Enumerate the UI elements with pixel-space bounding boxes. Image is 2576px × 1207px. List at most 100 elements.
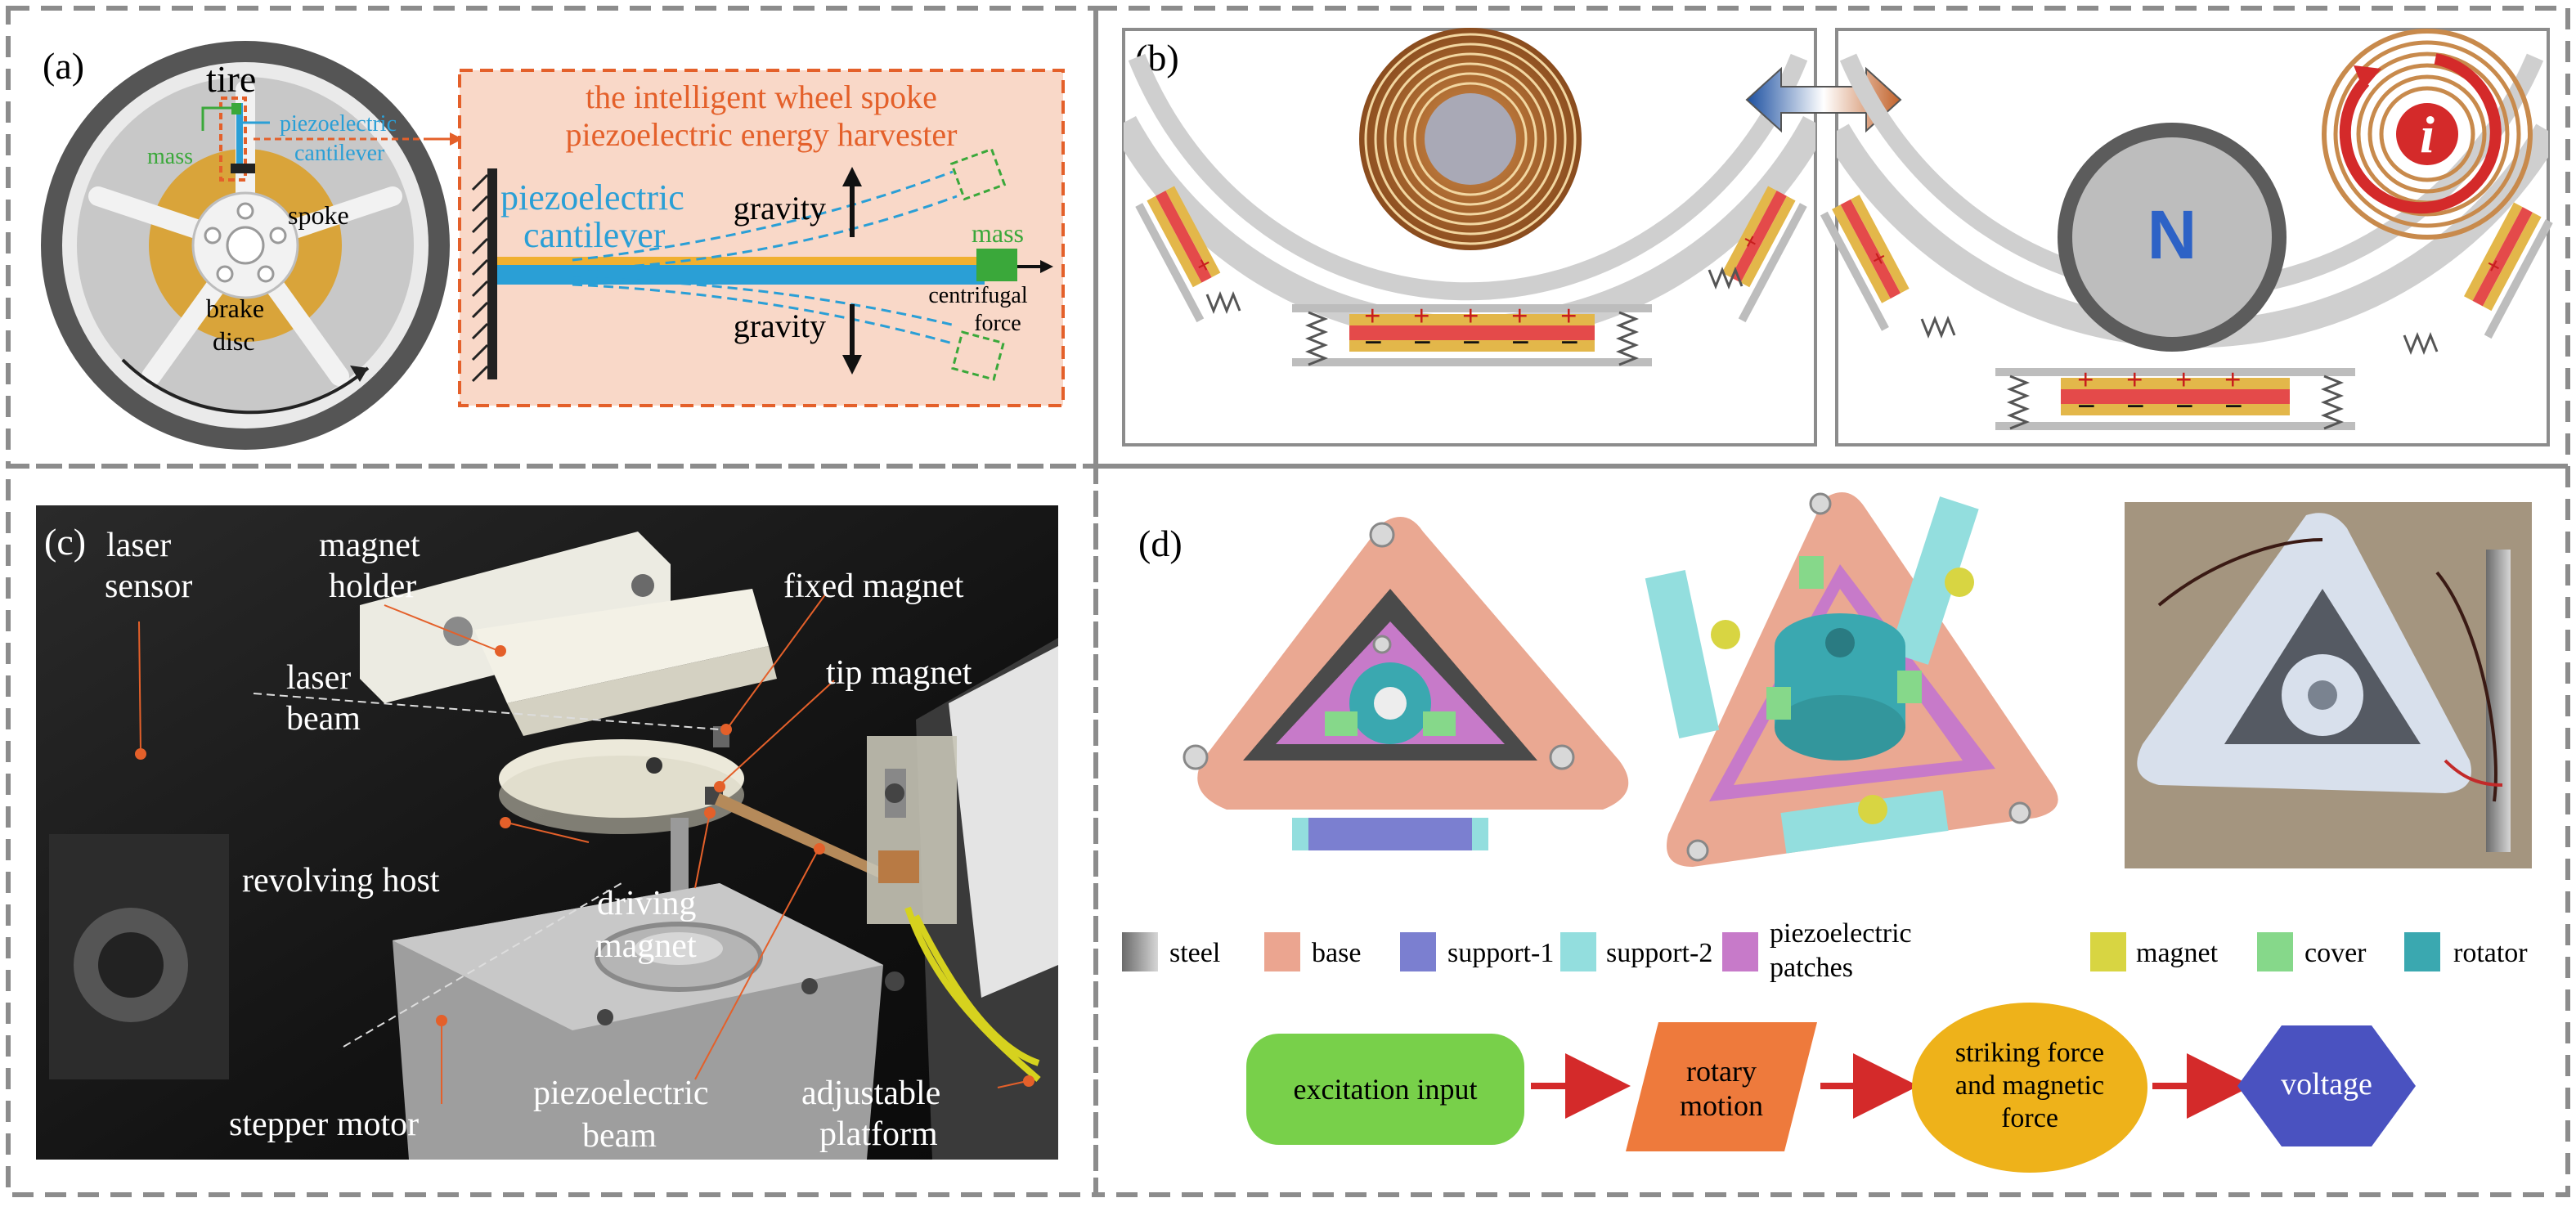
flow-voltage-label: voltage	[2281, 1067, 2372, 1102]
legend: steel base support-1 support-2 piezoelec…	[1122, 918, 2528, 983]
legend-swatch-steel	[1122, 932, 1158, 971]
laser-beam-label-2: beam	[286, 700, 361, 738]
legend-rotator-label: rotator	[2453, 938, 2528, 968]
harvester-title-2: piezoelectric energy harvester	[566, 116, 958, 153]
minus-sign: −	[2077, 388, 2096, 424]
zoom-connector	[254, 132, 463, 146]
minus-sign: −	[1462, 324, 1481, 361]
panel-a: (a)	[41, 41, 1065, 450]
panel-b-right-right-side-harvester: +	[2463, 202, 2553, 339]
coil-right: i	[2322, 29, 2533, 240]
wheel-brake-label-2: disc	[213, 326, 255, 356]
legend-swatch-piezo	[1722, 932, 1758, 971]
panel-b-left-side-harvester: +	[1135, 186, 1221, 323]
panel-b-right-side-harvester: +	[1721, 186, 1807, 323]
flow-striking-label-2: and magnetic	[1955, 1070, 2104, 1101]
plus-sign: +	[2224, 363, 2242, 396]
panel-b-right-left-side-harvester: +	[1820, 195, 1910, 331]
magnet-holder-label-1: magnet	[319, 527, 420, 564]
panel-b-right-bottom-harvester: + + + + − − − −	[1995, 363, 2355, 430]
laser-beam-label-1: laser	[286, 659, 351, 697]
harvester-cantilever-label-1: piezoelectric	[500, 177, 684, 218]
flow-rotary-motion	[1626, 1022, 1817, 1151]
magnet-n: N	[2058, 123, 2287, 352]
plus-sign: +	[2126, 363, 2143, 396]
adjustable-platform-label-2: platform	[819, 1115, 938, 1153]
plus-sign: +	[2175, 363, 2192, 396]
plus-sign: +	[1413, 299, 1430, 332]
legend-swatch-support-1	[1400, 932, 1436, 971]
magnet-pole-label: N	[2147, 196, 2197, 273]
flow-rotary-label-1: rotary	[1686, 1055, 1757, 1088]
flow-chart: excitation input rotary motion striking …	[1246, 1003, 2416, 1173]
adjustable-platform-label-1: adjustable	[801, 1075, 940, 1112]
legend-base-label: base	[1312, 938, 1361, 968]
panel-c-leaders	[138, 593, 1028, 1104]
legend-swatch-rotator	[2404, 932, 2440, 971]
legend-support-1-label: support-1	[1447, 938, 1554, 968]
gravity-down-label: gravity	[734, 307, 826, 344]
wheel-brake-label-1: brake	[206, 294, 264, 323]
panel-b-right-frame: N i	[1820, 29, 2553, 430]
legend-steel-label: steel	[1169, 938, 1220, 968]
current-symbol: i	[2420, 105, 2435, 164]
wheel-diagram: tire mass piezoelectric cantilever spoke…	[41, 41, 450, 450]
harvester-cantilever-label-2: cantilever	[523, 215, 666, 255]
minus-sign: −	[2224, 388, 2243, 424]
panel-b: (b)	[1122, 28, 2553, 446]
panel-d-label: (d)	[1138, 523, 1183, 564]
flow-rotary-label-2: motion	[1680, 1089, 1763, 1122]
panel-c-leader-dots	[135, 645, 1034, 1087]
panel-b-left-frame: + + + + + − − − − −	[1124, 28, 1815, 366]
wheel-piezo-label-1: piezoelectric	[280, 111, 397, 137]
harvester-render-1	[1183, 517, 1629, 850]
legend-swatch-base	[1264, 932, 1300, 971]
legend-support-2-label: support-2	[1606, 938, 1712, 968]
flow-excitation-input	[1246, 1034, 1524, 1145]
minus-sign: −	[1511, 324, 1530, 361]
fixed-magnet-label: fixed magnet	[783, 568, 964, 605]
panel-c-label: (c)	[44, 521, 86, 563]
wheel-tire-label: tire	[206, 58, 256, 100]
plus-sign: +	[1462, 299, 1479, 332]
legend-magnet-label: magnet	[2136, 938, 2219, 968]
driving-magnet-label-1: driving	[597, 885, 696, 922]
gravity-up-label: gravity	[734, 190, 826, 227]
magnet-holder-label-2: holder	[329, 568, 416, 605]
harvester-title-1: the intelligent wheel spoke	[586, 79, 937, 115]
wheel-spoke-label: spoke	[288, 200, 349, 230]
stepper-motor-label: stepper motor	[229, 1106, 419, 1143]
panel-c: (c) laser sensor magnet holder laser bea…	[36, 505, 1058, 1160]
wheel-mass-label: mass	[147, 144, 193, 169]
centrifugal-label-2: force	[974, 311, 1021, 336]
laser-sensor-label-1: laser	[106, 527, 171, 564]
legend-swatch-cover	[2257, 932, 2293, 971]
plus-sign: +	[1511, 299, 1528, 332]
legend-piezo-label-2: patches	[1770, 953, 1853, 983]
double-arrow	[1745, 66, 1902, 133]
minus-sign: −	[1560, 324, 1579, 361]
centrifugal-label-1: centrifugal	[928, 283, 1027, 308]
panel-borders	[6, 6, 2570, 1197]
legend-swatch-support-2	[1560, 932, 1596, 971]
legend-swatch-magnet	[2090, 932, 2126, 971]
laser-sensor-label-2: sensor	[105, 568, 192, 605]
plus-sign: +	[2077, 363, 2094, 396]
driving-magnet-label-2: magnet	[595, 927, 697, 965]
plus-sign: +	[1364, 299, 1381, 332]
minus-sign: −	[1364, 324, 1383, 361]
panel-d: (d)	[1122, 492, 2532, 1173]
harvester-box: the intelligent wheel spoke piezoelectri…	[458, 69, 1065, 407]
wheel-piezo-label-2: cantilever	[294, 141, 385, 166]
plus-sign: +	[1560, 299, 1577, 332]
tip-magnet-label: tip magnet	[826, 654, 972, 692]
flow-striking-force	[1912, 1003, 2147, 1173]
legend-cover-label: cover	[2304, 938, 2367, 968]
minus-sign: −	[2126, 388, 2145, 424]
flow-striking-label-1: striking force	[1955, 1038, 2104, 1068]
flow-striking-label-3: force	[2001, 1103, 2058, 1133]
panel-b-left-bottom-harvester: + + + + + − − − − −	[1292, 299, 1652, 366]
piezo-beam-label-1: piezoelectric	[533, 1075, 709, 1112]
panel-a-label: (a)	[43, 45, 84, 87]
